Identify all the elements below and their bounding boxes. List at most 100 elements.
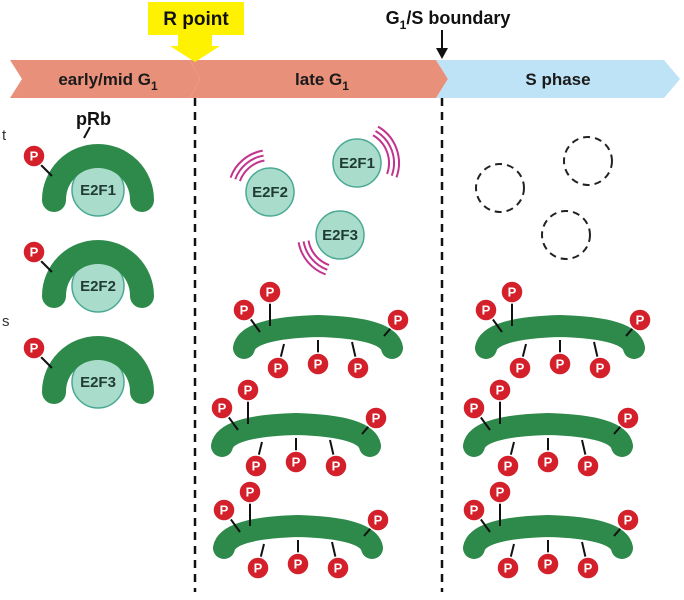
phosphate-group: P [287, 553, 309, 575]
phosphate-group: P [23, 337, 45, 359]
phosphate-label: P [470, 401, 479, 416]
phosphate-group: P [497, 455, 519, 477]
r-point-marker: R point [148, 2, 244, 62]
phosphate-group: P [285, 451, 307, 473]
phosphate-group: P [211, 397, 233, 419]
phosphate-group: P [537, 451, 559, 473]
phosphate-group: P [367, 509, 389, 531]
phosphate-label: P [314, 357, 323, 372]
e2f-protein: E2F2 [246, 168, 294, 216]
phosphate-label: P [252, 459, 261, 474]
phosphate-label: P [584, 561, 593, 576]
phosphate-label: P [218, 401, 227, 416]
phosphate-group: P [23, 145, 45, 167]
empty-e2f-circle [542, 211, 590, 259]
released-e2f-proteins: E2F2 E2F1E2F3 [231, 127, 399, 275]
phosphate-group: P [365, 407, 387, 429]
phosphate-label: P [596, 361, 605, 376]
hyperphosphorylated-prb: P P P P P P [463, 481, 639, 579]
phosphate-label: P [496, 485, 505, 500]
phosphate-group: P [489, 481, 511, 503]
phosphate-group: P [267, 357, 289, 379]
phosphate-group: P [237, 379, 259, 401]
e2f-label: E2F2 [252, 184, 288, 201]
phosphate-group: P [617, 407, 639, 429]
hyperphosphorylated-prb: PPPPPP [213, 481, 389, 579]
phosphate-label: P [624, 513, 633, 528]
phosphate-label: P [470, 503, 479, 518]
phosphate-group: P [247, 557, 269, 579]
phosphate-label: P [294, 557, 303, 572]
hyperphosphorylated-prb: PPPPPP [463, 379, 639, 477]
hyperphosphorylated-prb: P P P P P P [211, 379, 387, 477]
phosphate-group: P [325, 455, 347, 477]
phosphate-group: P [501, 281, 523, 303]
released-e2f: E2F3 [299, 211, 364, 274]
s-phase-empty-e2f [476, 137, 612, 259]
phosphate-label: P [244, 383, 253, 398]
phosphate-group: P [509, 357, 531, 379]
prb-e2f-complex: E2F2 P [23, 241, 142, 312]
edge-text-t: t [2, 127, 7, 144]
released-e2f: E2F2 [231, 151, 294, 216]
g1-s-boundary-label: G1/S boundary [386, 8, 511, 32]
phosphate-label: P [332, 459, 341, 474]
phosphate-label: P [334, 561, 343, 576]
phosphate-label: P [496, 383, 505, 398]
phosphate-label: P [374, 513, 383, 528]
phosphate-group: P [463, 499, 485, 521]
phosphate-group: P [23, 241, 45, 263]
phosphate-group: P [475, 299, 497, 321]
r-point-arrow [170, 35, 220, 62]
g1-s-boundary-marker: G1/S boundary [386, 8, 511, 59]
phosphate-group: P [497, 557, 519, 579]
phosphate-label: P [354, 361, 363, 376]
phosphate-label: P [544, 557, 553, 572]
e2f-label: E2F3 [322, 227, 358, 244]
hyperphosphorylated-prb: PPPPPP [475, 281, 651, 379]
phase-bar: early/mid G1 late G1 S phase [10, 60, 680, 98]
empty-e2f-circle [564, 137, 612, 185]
phosphate-group: P [577, 557, 599, 579]
phosphate-group: P [245, 455, 267, 477]
phosphate-group: P [463, 397, 485, 419]
prb-label: pRb [76, 109, 111, 129]
phosphate-label: P [504, 561, 513, 576]
empty-e2f-circle [476, 164, 524, 212]
phosphate-label: P [394, 313, 403, 328]
phosphate-group: P [259, 281, 281, 303]
prb-e2f-complex: E2F1 P [23, 145, 142, 216]
phosphate-label: P [482, 303, 491, 318]
phosphate-group: P [589, 357, 611, 379]
hyperphosphorylated-prb: PPPPPP [233, 281, 409, 379]
phosphate-label: P [372, 411, 381, 426]
phosphate-label: P [220, 503, 229, 518]
phosphate-label: P [504, 459, 513, 474]
phosphate-group: P [327, 557, 349, 579]
edge-text-s: s [2, 313, 10, 330]
phosphate-label: P [624, 411, 633, 426]
e2f-label: E2F1 [339, 155, 375, 172]
prb-e2f-complex: E2F3 P [23, 337, 142, 408]
phase-label-s-phase: S phase [525, 70, 590, 89]
g1-s-boundary-arrowhead [436, 48, 448, 59]
phosphate-group: P [629, 309, 651, 331]
e2f-protein: E2F1 [333, 139, 381, 187]
phosphate-group: P [549, 353, 571, 375]
phosphate-label: P [30, 245, 39, 260]
e2f-protein: E2F3 [316, 211, 364, 259]
phosphate-label: P [516, 361, 525, 376]
phosphate-label: P [254, 561, 263, 576]
phosphate-label: P [636, 313, 645, 328]
e2f-label: E2F1 [80, 182, 116, 199]
phosphate-label: P [292, 455, 301, 470]
e2f-label: E2F3 [80, 374, 116, 391]
e2f-label: E2F2 [80, 278, 116, 295]
phosphate-label: P [544, 455, 553, 470]
phosphate-label: P [240, 303, 249, 318]
released-e2f: E2F1 [333, 127, 399, 187]
phosphate-group: P [537, 553, 559, 575]
